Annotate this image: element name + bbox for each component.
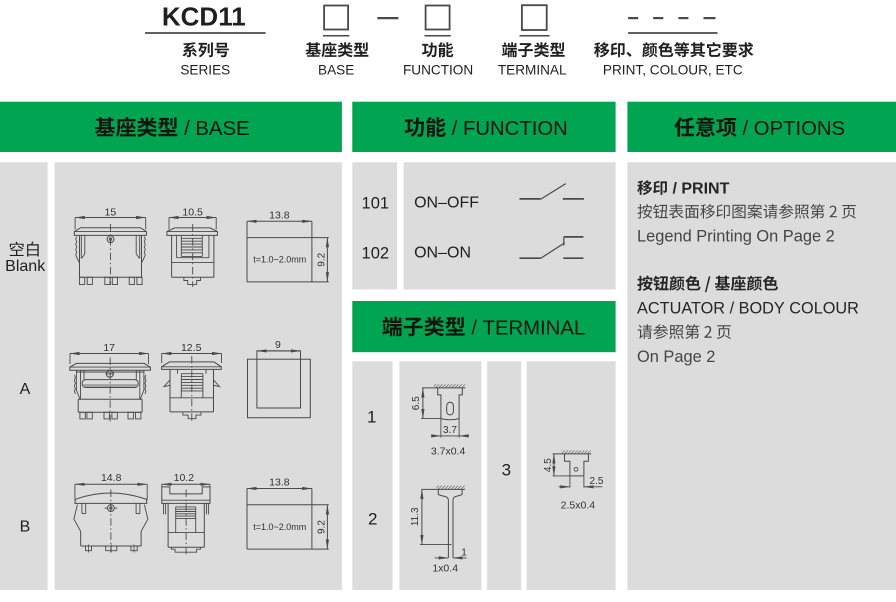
svg-text:2: 2 (368, 510, 377, 529)
svg-text:B: B (20, 519, 31, 536)
svg-text:On Page 2: On Page 2 (637, 348, 715, 366)
svg-text:15: 15 (105, 206, 117, 218)
svg-text:ON–OFF: ON–OFF (414, 195, 479, 212)
svg-text:3.7: 3.7 (443, 425, 457, 436)
svg-text:13.8: 13.8 (269, 477, 290, 489)
svg-text:1: 1 (367, 408, 376, 427)
svg-text:TERMINAL: TERMINAL (498, 63, 567, 78)
svg-text:9: 9 (275, 339, 281, 351)
svg-text:3.7x0.4: 3.7x0.4 (431, 445, 466, 457)
svg-text:9.2: 9.2 (317, 520, 328, 534)
svg-text:KCD11: KCD11 (162, 1, 246, 31)
svg-text:A: A (20, 381, 31, 398)
svg-text:17: 17 (103, 342, 115, 354)
svg-text:/ BASE: / BASE (179, 118, 250, 140)
svg-text:Legend Printing On Page 2: Legend Printing On Page 2 (637, 228, 835, 246)
svg-text:/ PRINT: / PRINT (668, 181, 730, 198)
svg-text:10.5: 10.5 (182, 206, 203, 218)
svg-text:1: 1 (461, 548, 467, 559)
svg-text:14.8: 14.8 (101, 472, 122, 484)
svg-text:2.5: 2.5 (590, 476, 604, 487)
svg-text:13.8: 13.8 (269, 209, 290, 221)
svg-text:BASE: BASE (318, 63, 354, 78)
svg-text:101: 101 (362, 194, 390, 212)
svg-text:3: 3 (502, 461, 511, 480)
svg-text:ON–ON: ON–ON (414, 245, 471, 262)
svg-text:1x0.4: 1x0.4 (432, 563, 458, 575)
svg-text:102: 102 (362, 244, 390, 262)
svg-text:6.5: 6.5 (411, 396, 422, 410)
svg-text:9.2: 9.2 (317, 252, 328, 266)
svg-text:/ OPTIONS: / OPTIONS (737, 118, 845, 140)
svg-text:11.3: 11.3 (410, 507, 421, 526)
svg-text:4.5: 4.5 (543, 458, 554, 472)
svg-text:2.5x0.4: 2.5x0.4 (561, 499, 596, 511)
svg-text:12.5: 12.5 (181, 342, 202, 354)
svg-text:Blank: Blank (5, 258, 46, 275)
svg-text:SERIES: SERIES (180, 63, 230, 78)
svg-text:10.2: 10.2 (174, 472, 195, 484)
svg-text:ACTUATOR / BODY COLOUR: ACTUATOR / BODY COLOUR (637, 300, 859, 318)
svg-text:t=1.0~2.0mm: t=1.0~2.0mm (253, 522, 306, 532)
svg-text:/ FUNCTION: / FUNCTION (446, 118, 568, 140)
svg-text:PRINT, COLOUR, ETC: PRINT, COLOUR, ETC (603, 63, 743, 78)
svg-text:t=1.0~2.0mm: t=1.0~2.0mm (253, 255, 306, 265)
svg-text:/ TERMINAL: / TERMINAL (466, 317, 585, 339)
svg-text:FUNCTION: FUNCTION (403, 63, 473, 78)
